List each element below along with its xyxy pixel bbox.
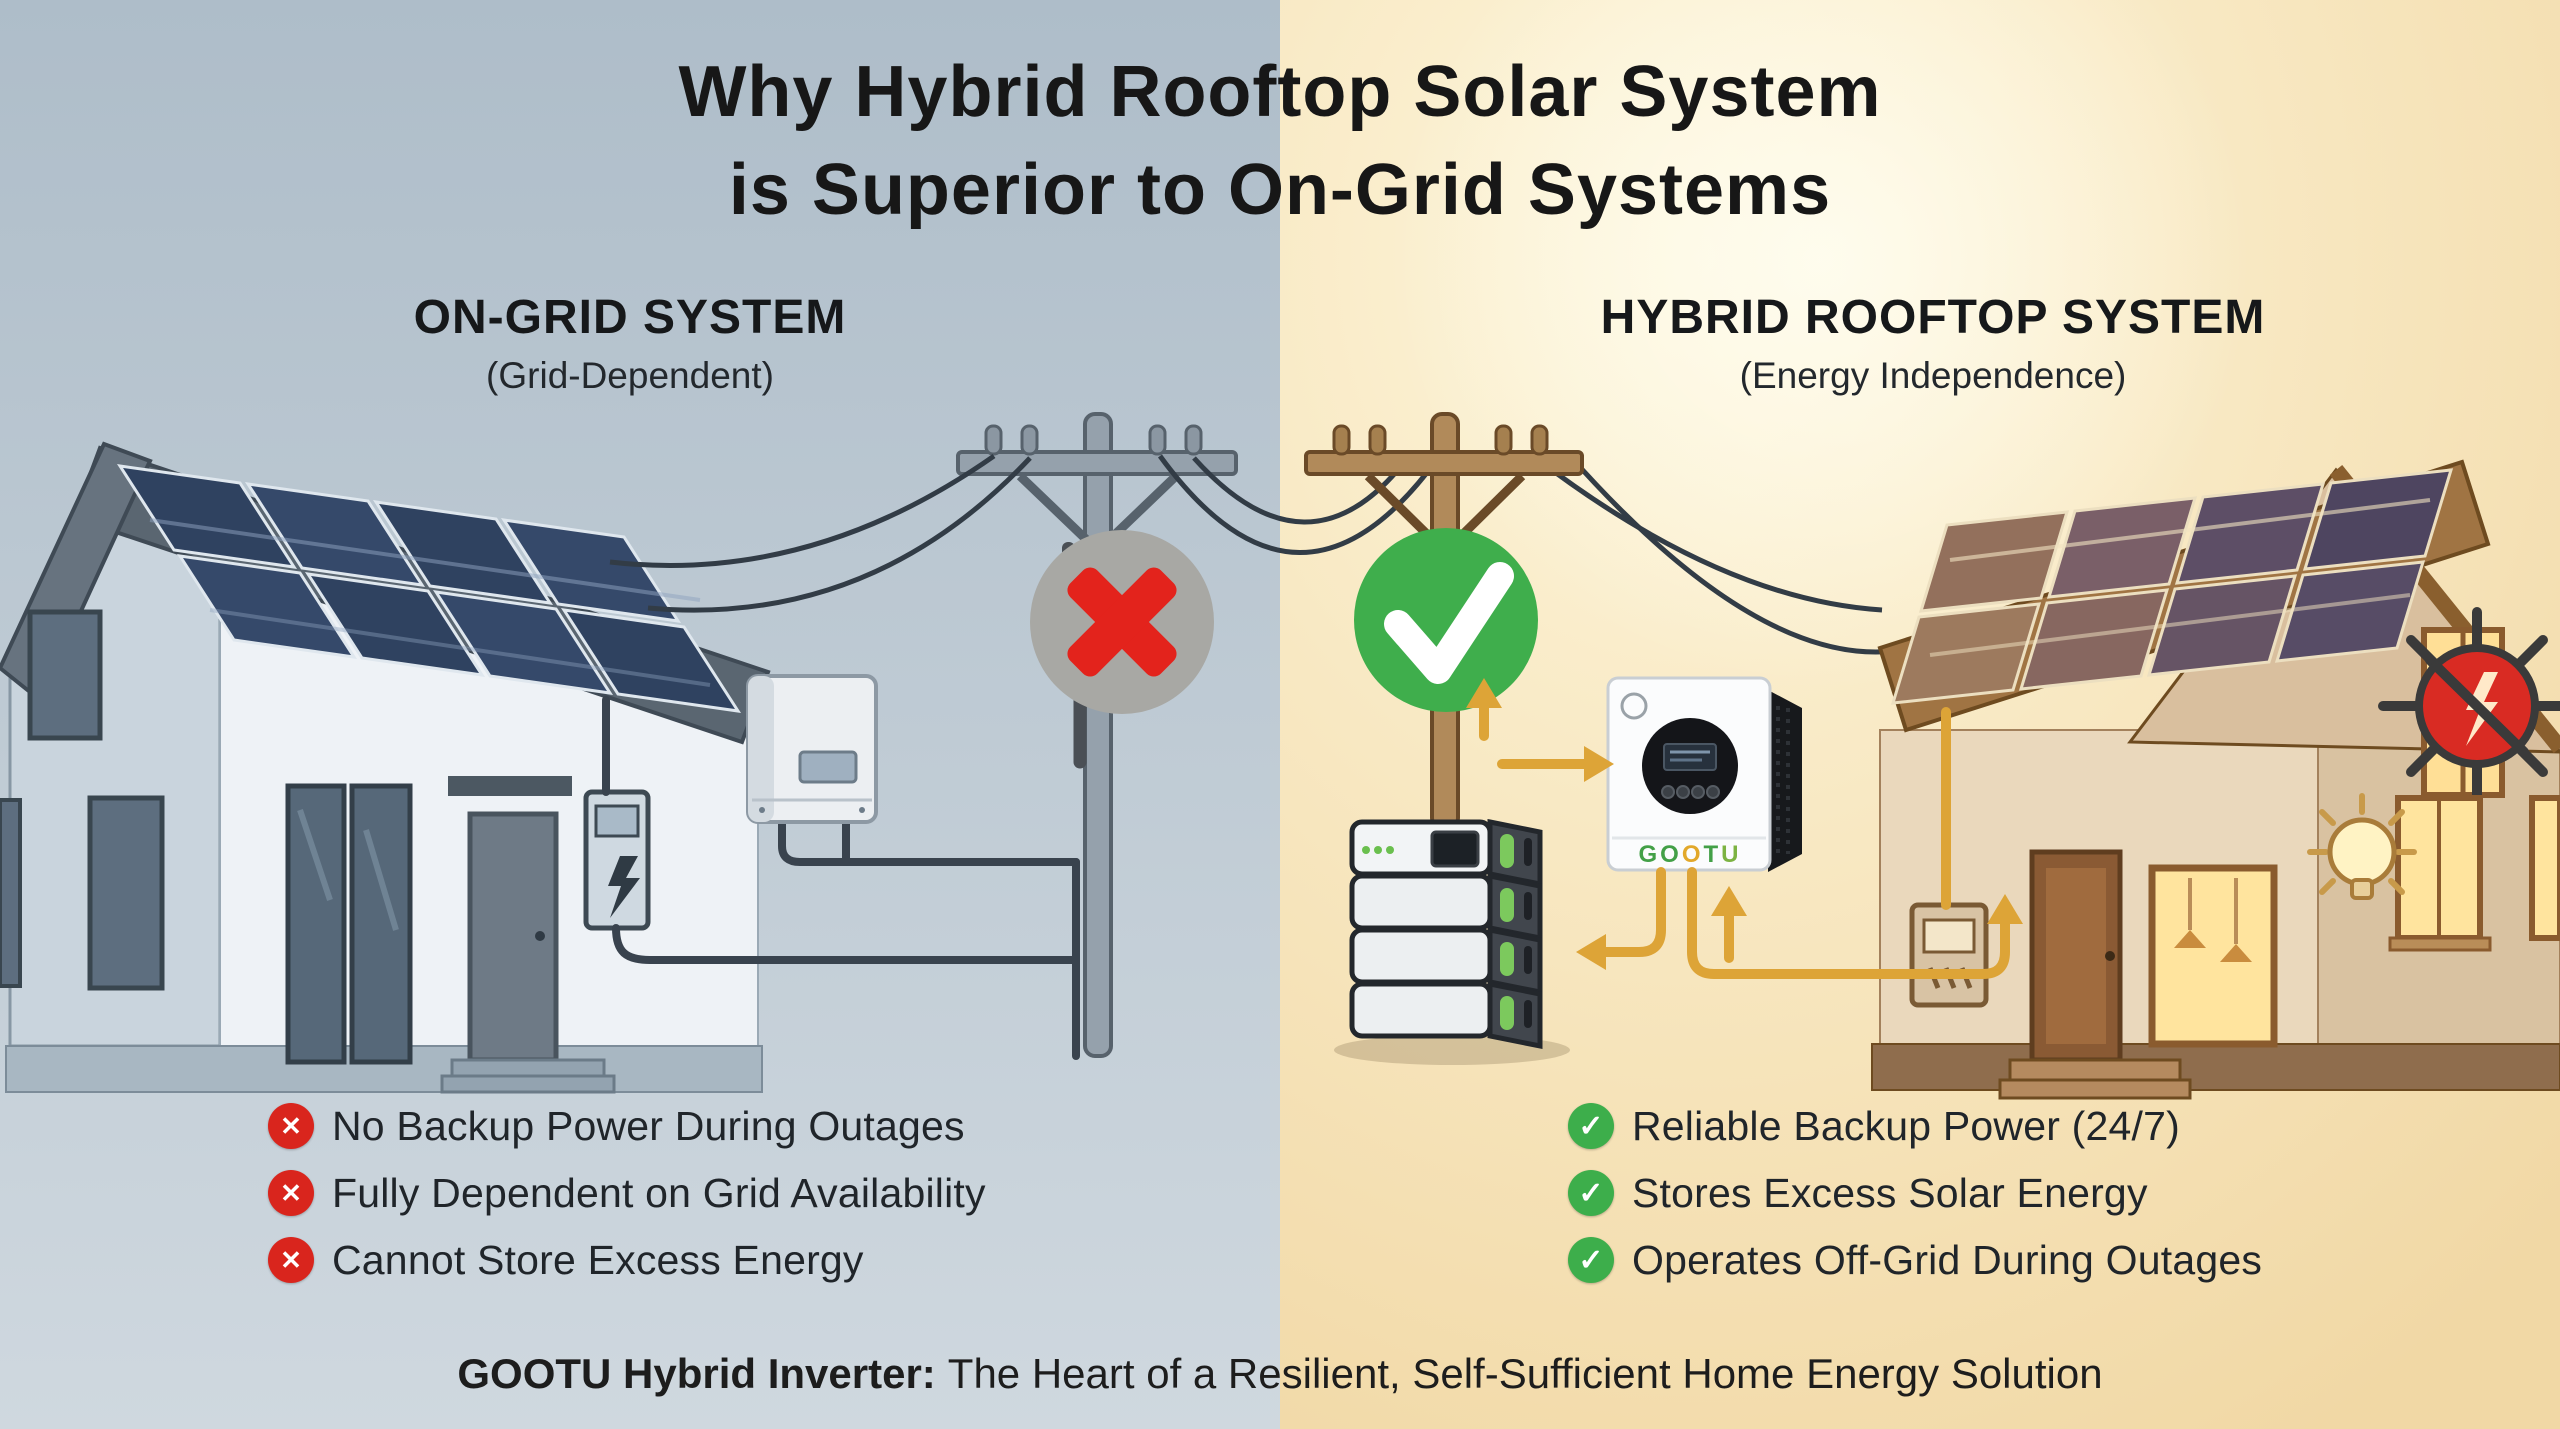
title-line-1: Why Hybrid Rooftop Solar System xyxy=(678,52,1882,132)
window xyxy=(87,795,165,991)
glass-door xyxy=(285,783,347,1065)
list-item: ✓ Reliable Backup Power (24/7) xyxy=(1568,1102,2262,1150)
list-item: ✕ Cannot Store Excess Energy xyxy=(268,1236,986,1284)
con-text: Cannot Store Excess Energy xyxy=(332,1236,864,1283)
pendant-lamp xyxy=(2174,930,2206,948)
glass-door xyxy=(349,783,413,1065)
hybrid-inverter-gootu: GOOTU xyxy=(1606,676,1802,872)
steps xyxy=(2008,1058,2182,1082)
door-awning xyxy=(448,776,572,796)
battery-stack xyxy=(1334,818,1570,1065)
on-grid-inverter xyxy=(746,674,878,824)
red-x-badge xyxy=(1030,530,1214,714)
lit-window xyxy=(2529,795,2560,941)
pro-text: Stores Excess Solar Energy xyxy=(1632,1169,2148,1216)
list-item: ✕ No Backup Power During Outages xyxy=(268,1102,986,1150)
lit-window xyxy=(2148,864,2278,1048)
window xyxy=(27,609,103,741)
on-grid-cons-list: ✕ No Backup Power During Outages ✕ Fully… xyxy=(268,1102,986,1303)
lightning-bolt-icon xyxy=(608,856,640,918)
con-text: Fully Dependent on Grid Availability xyxy=(332,1169,986,1216)
arrow-up-icon xyxy=(1466,678,1502,708)
title-line-2: is Superior to On-Grid Systems xyxy=(728,149,1832,230)
steps xyxy=(1998,1078,2192,1100)
inverter-logo-mark xyxy=(1620,692,1648,720)
house-meter xyxy=(1909,902,1989,1008)
pro-text: Reliable Backup Power (24/7) xyxy=(1632,1102,2180,1149)
list-item: ✕ Fully Dependent on Grid Availability xyxy=(268,1169,986,1217)
list-item: ✓ Stores Excess Solar Energy xyxy=(1568,1169,2262,1217)
pro-text: Operates Off-Grid During Outages xyxy=(1632,1236,2263,1283)
red-x-circle-icon: ✕ xyxy=(268,1237,314,1283)
battery-screen xyxy=(1430,830,1480,868)
steps xyxy=(440,1074,616,1094)
hybrid-heading: HYBRID ROOFTOP SYSTEM xyxy=(1600,291,2266,344)
solar-panels-left xyxy=(116,464,742,713)
con-text: No Backup Power During Outages xyxy=(332,1102,965,1149)
green-check-circle-icon: ✓ xyxy=(1568,1170,1614,1216)
hybrid-pros-list: ✓ Reliable Backup Power (24/7) ✓ Stores … xyxy=(1568,1102,2262,1303)
footer-text: The Heart of a Resilient, Self-Sufficien… xyxy=(947,1350,2103,1397)
on-grid-subheading: (Grid-Dependent) xyxy=(486,355,774,396)
red-x-circle-icon: ✕ xyxy=(268,1103,314,1149)
list-item: ✓ Operates Off-Grid During Outages xyxy=(1568,1236,2262,1284)
hybrid-heading-block: HYBRID ROOFTOP SYSTEM (Energy Independen… xyxy=(1533,290,2333,397)
red-x-circle-icon: ✕ xyxy=(268,1170,314,1216)
light-bulb-icon xyxy=(2307,793,2417,900)
arrow-up-icon xyxy=(1987,894,2023,924)
grid-meter xyxy=(583,789,651,931)
arrow-up-icon xyxy=(1711,886,1747,916)
arrow-right-icon xyxy=(1584,746,1614,782)
no-outage-crossed-icon xyxy=(2378,607,2560,805)
footer-highlight: GOOTU Hybrid Inverter: xyxy=(457,1350,936,1397)
wires-dark xyxy=(602,696,1080,1060)
page-title: Why Hybrid Rooftop Solar System is Super… xyxy=(0,44,2560,240)
green-check-badge xyxy=(1354,528,1538,712)
window xyxy=(0,798,22,988)
on-grid-heading-block: ON-GRID SYSTEM (Grid-Dependent) xyxy=(230,290,1030,397)
pendant-lamp xyxy=(2220,944,2252,962)
hybrid-subheading: (Energy Independence) xyxy=(1739,355,2127,396)
steps xyxy=(450,1058,606,1078)
green-check-circle-icon: ✓ xyxy=(1568,1237,1614,1283)
on-grid-heading: ON-GRID SYSTEM xyxy=(413,291,847,344)
solar-panels-right xyxy=(1890,468,2454,705)
footer-caption: GOOTU Hybrid Inverter:The Heart of a Res… xyxy=(0,1350,2560,1398)
energy-flow-wires xyxy=(1466,678,2023,979)
green-check-circle-icon: ✓ xyxy=(1568,1103,1614,1149)
inverter-brand-text: GOOTU xyxy=(1638,841,1741,868)
arrow-left-icon xyxy=(1576,934,1606,970)
